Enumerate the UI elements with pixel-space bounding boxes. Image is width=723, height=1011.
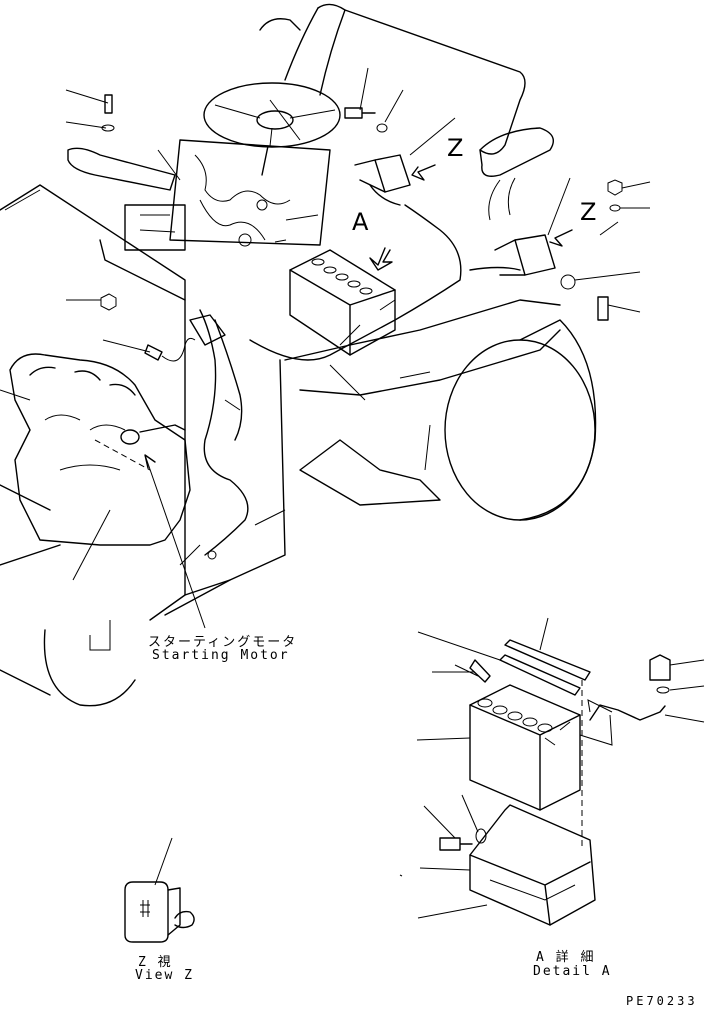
detail-a-label-en: Detail A — [533, 964, 612, 979]
battery-installed — [289, 249, 396, 356]
fasteners — [100, 94, 623, 321]
battery-arrow — [369, 247, 393, 271]
leader-lines — [0, 67, 651, 581]
front-wheel — [0, 620, 136, 707]
relay-top — [354, 154, 436, 193]
rear-wheel — [444, 319, 597, 521]
callout-z-right: Z — [580, 198, 597, 226]
view-z-relay — [124, 837, 195, 943]
dashboard-harness — [67, 139, 331, 251]
callout-a: A — [352, 208, 369, 236]
detail-a-label-jp: A 詳 細 — [536, 950, 596, 965]
starting-motor-leader — [144, 454, 206, 629]
drawing-code: PE70233 — [626, 994, 698, 1008]
view-z-label-jp: Z 視 — [138, 955, 173, 970]
starting-motor-label-en: Starting Motor — [152, 648, 290, 663]
chassis-frame — [0, 184, 561, 621]
starting-motor-arrowhead — [144, 454, 156, 469]
engine — [0, 353, 191, 566]
steering-wheel — [203, 82, 341, 176]
view-z-label-en: View Z — [135, 968, 194, 983]
starting-motor-label-jp: スターティングモータ — [148, 635, 298, 650]
relay-right — [494, 229, 576, 290]
connector-block — [189, 314, 226, 346]
sensor — [144, 337, 196, 362]
wiring-cables — [199, 184, 521, 560]
callout-z-top: Z — [447, 134, 464, 162]
detail-a-assembly — [399, 617, 705, 926]
operator-seat — [259, 3, 554, 221]
